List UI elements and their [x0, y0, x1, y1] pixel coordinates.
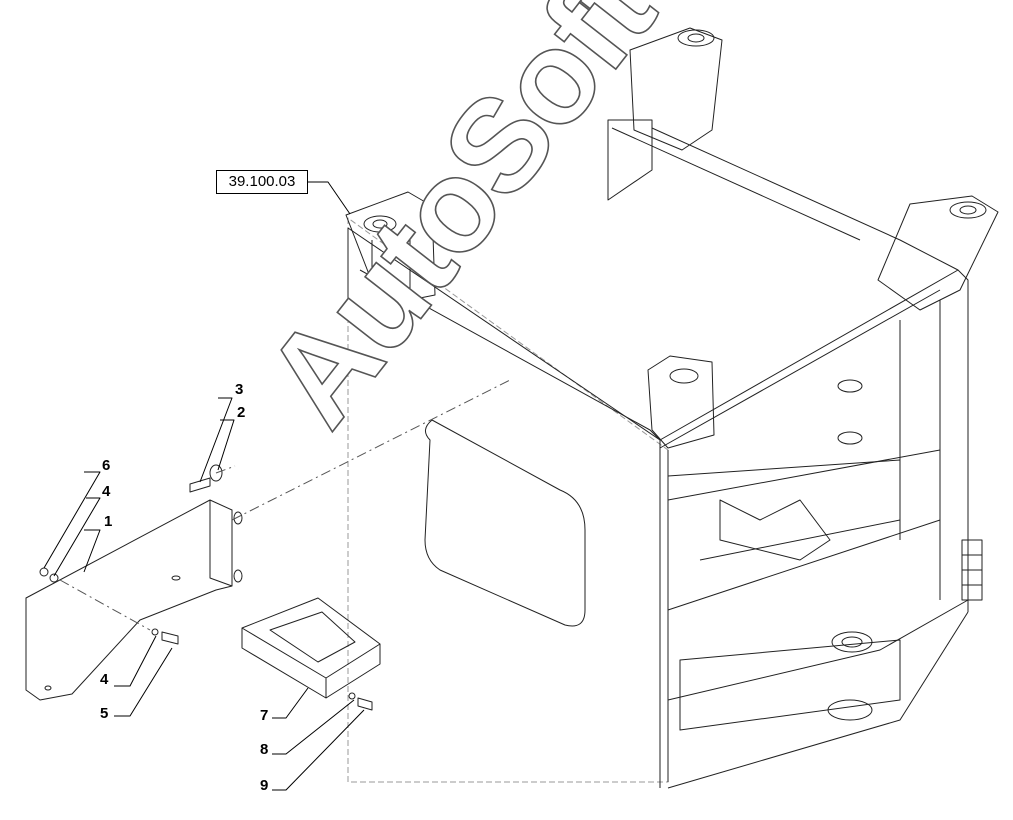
right-mount-tower [877, 195, 999, 311]
center-mount-tower [647, 355, 715, 449]
left-screw [39, 567, 59, 583]
left-mount-tower [345, 191, 436, 301]
reference-label[interactable]: 39.100.03 [216, 170, 308, 194]
callout-6: 6 [102, 457, 111, 474]
callout-2: 2 [237, 404, 246, 421]
lower-screw [151, 628, 179, 645]
frame-hole [831, 631, 873, 653]
callout-3: 3 [235, 381, 244, 398]
frame-hole [837, 379, 863, 393]
frame-hole [841, 636, 863, 648]
right-cylinder [961, 539, 983, 601]
callout-7: 7 [260, 707, 269, 724]
back-mount-tower [629, 27, 723, 151]
cover-box [241, 597, 381, 699]
frame-hole [837, 431, 863, 445]
callout-4-lower: 4 [100, 671, 109, 688]
callout-9: 9 [260, 777, 269, 794]
callout-1: 1 [104, 513, 113, 530]
leader-lines [43, 181, 365, 791]
callout-8: 8 [260, 741, 269, 758]
cover-screw [348, 692, 373, 711]
frame-hole [827, 699, 873, 721]
assembly-lines [59, 379, 511, 631]
main-frame [347, 119, 969, 789]
upper-screw [189, 464, 223, 493]
callout-4-upper: 4 [102, 483, 111, 500]
callout-5: 5 [100, 705, 109, 722]
mounting-bracket [25, 499, 243, 701]
frame-cutout [424, 419, 586, 627]
